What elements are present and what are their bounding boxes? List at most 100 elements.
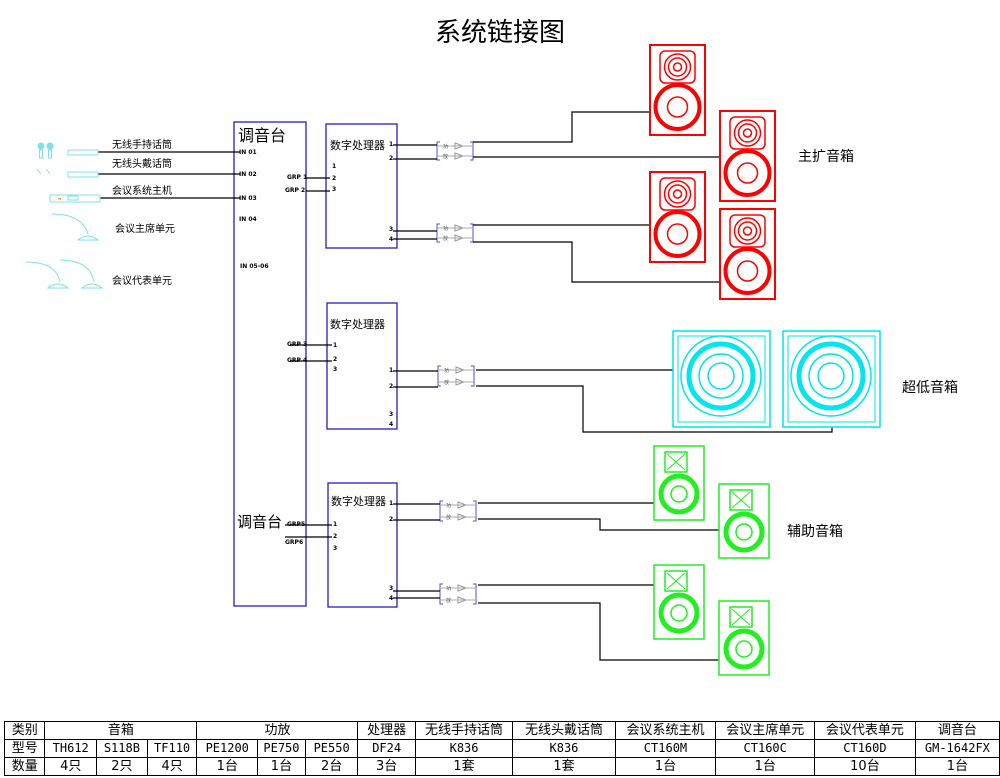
woofer: [790, 335, 872, 417]
mic-head: [37, 142, 45, 150]
cabinet: [653, 564, 705, 640]
woofer: [723, 511, 765, 553]
cabinet: [649, 44, 706, 136]
wire: [478, 518, 719, 531]
quantity-cell: 1套: [512, 757, 616, 776]
category-cell: 无线手持话筒: [414, 721, 514, 740]
amp-label: 放: [446, 597, 451, 604]
cabinet: [672, 330, 771, 428]
mic-head: [46, 142, 54, 150]
processor-1-out-4: 4: [389, 236, 394, 243]
woofer: [723, 247, 772, 295]
tweeter: [667, 184, 688, 204]
woofer-cap: [666, 96, 689, 118]
row-header-category: 类别: [3, 721, 46, 740]
processor-3-out-3: 3: [389, 585, 394, 592]
woofer: [808, 353, 854, 399]
wire: [473, 111, 650, 143]
mic-body: [39, 149, 43, 159]
woofer: [653, 210, 702, 258]
mixer-input-3: IN 03: [239, 195, 257, 202]
quantity-cell: 1台: [196, 757, 259, 776]
woofer: [680, 335, 762, 417]
tweeter: [733, 217, 762, 245]
quantity-cell: 4只: [146, 757, 198, 776]
aux-speaker-2-icon: [718, 483, 770, 559]
cabinet: [782, 330, 881, 428]
receiver: [67, 149, 99, 156]
quantity-cell: 10台: [814, 757, 916, 776]
processor-2-in-3: 3: [333, 366, 338, 373]
receiver: [67, 171, 99, 178]
quantity-cell: 1套: [414, 757, 514, 776]
category-cell: 功放: [196, 721, 359, 740]
amp-bracket: [437, 365, 475, 387]
model-cell: PE1200: [196, 739, 259, 758]
source-label-handheld-mic: 无线手持话筒: [112, 140, 172, 151]
model-cell: DF24: [357, 739, 416, 758]
wire: [478, 602, 719, 661]
processor-3-in-2: 2: [333, 533, 338, 540]
quantity-cell: 1台: [614, 757, 717, 776]
quantity-cell: 1台: [257, 757, 306, 776]
amp-label: 功: [444, 367, 449, 374]
horn-lines: [731, 491, 751, 509]
horn-lines: [666, 453, 686, 471]
horn-lines: [731, 608, 751, 626]
aux-speaker-3-icon: [653, 564, 705, 640]
main-speaker-3-icon: [649, 171, 706, 263]
woofer: [698, 353, 744, 399]
processor-1-out-1: 1: [389, 141, 394, 148]
model-cell: CT160D: [814, 739, 916, 758]
amplifier-3-icon: 功放: [437, 365, 475, 387]
subwoofer-2-icon: [782, 330, 881, 428]
processor-2-box: [326, 302, 398, 430]
source-label-headset-mic: 无线头戴话筒: [112, 159, 172, 170]
processor-2-in-2: 2: [333, 356, 338, 363]
model-cell: TF110: [146, 739, 198, 758]
cabinet: [649, 171, 706, 263]
quantity-cell: 4只: [44, 757, 98, 776]
processor-2-in-1: 1: [333, 342, 338, 349]
source-label-delegate-unit: 会议代表单元: [112, 276, 172, 287]
horn: [664, 451, 688, 473]
amplifier-4-icon: 功放: [439, 500, 477, 522]
gooseneck: [51, 213, 100, 241]
model-cell: CT160M: [614, 739, 717, 758]
processor-2-out-2: 2: [389, 383, 394, 390]
amp-label: 放: [443, 153, 448, 160]
processor-1-box: [325, 123, 398, 249]
processor-3-label: 数字处理器: [331, 495, 386, 508]
category-cell: 会议代表单元: [814, 721, 916, 740]
host-body: [49, 194, 101, 203]
horn: [729, 489, 753, 511]
quantity-cell: 3台: [357, 757, 416, 776]
processor-3-out-4: 4: [389, 595, 394, 602]
amp-bracket: [439, 500, 477, 522]
model-cell: TH612: [44, 739, 98, 758]
processor-3-out-1: 1: [389, 500, 394, 507]
tweeter: [672, 189, 683, 199]
chairman-unit-icon: [51, 213, 100, 241]
amp-label: 功: [446, 585, 451, 592]
subwoofers-label: 超低音箱: [902, 380, 958, 396]
amp-bracket: [436, 223, 474, 243]
amp-label: 功: [443, 143, 448, 150]
tweeter: [663, 53, 692, 81]
headset: [36, 168, 51, 175]
handheld-mic-icon: [37, 142, 99, 159]
quantity-cell: 2只: [96, 757, 148, 776]
cabinet: [719, 208, 776, 300]
processor-1-out-3: 3: [389, 226, 394, 233]
woofer-cap: [666, 223, 689, 245]
tweeter: [737, 123, 758, 143]
model-cell: PE750: [257, 739, 306, 758]
woofer: [686, 341, 756, 411]
headset-mic-icon: [36, 168, 99, 178]
processor-3-out-2: 2: [389, 516, 394, 523]
woofer: [653, 83, 702, 131]
processor-1-in-2: 2: [332, 175, 337, 182]
main-speaker-2-icon: [719, 110, 776, 202]
